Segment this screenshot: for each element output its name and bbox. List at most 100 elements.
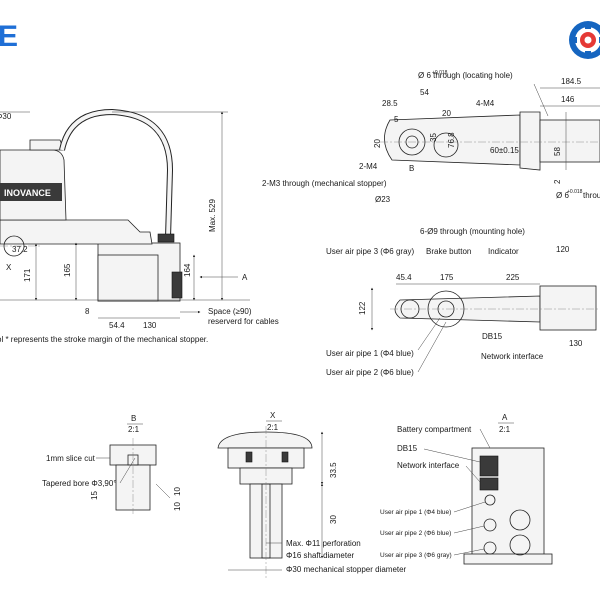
dim-8: 8 <box>85 307 90 316</box>
leader <box>453 501 486 513</box>
detail-a-scale: 2:1 <box>499 425 511 434</box>
brand-mark: INOVANCE <box>4 188 51 198</box>
base-top <box>539 119 600 163</box>
perforation-label: Max. Φ11 perforation <box>286 539 361 548</box>
clamp-right <box>281 451 289 463</box>
dim-2: 2 <box>553 179 562 184</box>
network-a-label: Network interface <box>397 461 460 470</box>
mounting-hole-label: 6-Ø9 through (mounting hole) <box>420 227 525 236</box>
joint-2 <box>519 111 541 171</box>
joint-circle <box>433 132 459 158</box>
dim-60: 60±0.15 <box>490 146 519 155</box>
leader <box>453 525 485 534</box>
detail-a: A 2:1 Battery compartment DB15 Network i… <box>380 413 553 565</box>
detail-x: X 2:1 33.5 30 Max. Φ11 perforation Φ16 s… <box>217 411 407 578</box>
m3-label: 2-M3 through (mechanical stopper) <box>262 179 387 188</box>
brand-logo-fragment: E <box>0 20 18 53</box>
dim-454: 45.4 <box>396 273 412 282</box>
detail-b: B 2:1 1mm slice cut Tapered bore Φ3,90° … <box>42 414 182 514</box>
brand-band <box>0 183 62 201</box>
through-right: throu <box>583 191 600 200</box>
m4-front-label: 4-M4 <box>476 99 495 108</box>
shaft-label: Φ16 shaft diameter <box>286 551 355 560</box>
dim-146: 146 <box>561 95 575 104</box>
dim-544: 54.4 <box>109 321 125 330</box>
connector-panel <box>171 271 183 299</box>
air2-a-label: User air pipe 2 (Φ6 blue) <box>380 530 451 537</box>
dim-335: 33.5 <box>329 462 338 478</box>
d6-right: Ø 6 <box>556 191 569 200</box>
fitting <box>483 518 497 532</box>
air2-label: User air pipe 2 (Φ6 blue) <box>326 368 414 377</box>
air1-port <box>484 494 496 506</box>
label-x: X <box>6 263 12 272</box>
locating-hole-label: Ø 6 through (locating hole) <box>418 71 513 80</box>
space-note-2: reserverd for cables <box>208 317 279 326</box>
dim-d30: Φ30 <box>0 112 12 121</box>
dim-15: 15 <box>90 491 99 500</box>
dim-171: 171 <box>23 268 32 282</box>
dim-372: 37.2 <box>12 245 28 254</box>
network-label: Network interface <box>481 352 544 361</box>
dim-164: 164 <box>183 263 192 277</box>
arm-top-outline <box>384 114 521 166</box>
air1-label: User air pipe 1 (Φ4 blue) <box>326 349 414 358</box>
gear-badge-icon <box>569 21 600 59</box>
dim-165: 165 <box>63 263 72 277</box>
dim-10b: 10 <box>173 502 182 511</box>
cable-clamp <box>157 233 175 243</box>
dim-130b: 130 <box>569 339 583 348</box>
air2-port <box>509 509 531 531</box>
base-bottom <box>539 285 597 331</box>
air3-label: User air pipe 3 (Φ6 gray) <box>326 247 415 256</box>
air3-a-label: User air pipe 3 (Φ6 gray) <box>380 552 452 559</box>
detail-b-title: B <box>131 414 136 423</box>
air1-a-label: User air pipe 1 (Φ4 blue) <box>380 509 451 516</box>
detail-a-title: A <box>502 413 508 422</box>
dim-10a: 10 <box>173 487 182 496</box>
clamp-left <box>245 451 253 463</box>
dim-225: 225 <box>506 273 520 282</box>
dim-529: Max. 529 <box>208 199 217 232</box>
brake-label: Brake button <box>426 247 471 256</box>
slice-label: 1mm slice cut <box>46 454 96 463</box>
top-cap <box>29 139 65 151</box>
dim-35: 35 <box>429 133 438 142</box>
logo-letter: E <box>0 20 18 53</box>
dim-20w: 20 <box>442 109 451 118</box>
dim-54: 54 <box>420 88 429 97</box>
detail-x-title: X <box>270 411 276 420</box>
tol-locating: +0.018 <box>432 70 448 76</box>
leader <box>479 428 491 449</box>
dim-58: 58 <box>553 147 562 156</box>
db15-label: DB15 <box>482 332 503 341</box>
leader <box>417 317 441 351</box>
dim-5: 5 <box>394 115 399 124</box>
dim-130: 130 <box>143 321 157 330</box>
dim-122: 122 <box>358 301 367 315</box>
dim-ext <box>155 483 171 499</box>
detail-b-scale: 2:1 <box>128 425 140 434</box>
battery-label: Battery compartment <box>397 425 472 434</box>
tapered-label: Tapered bore Φ3,90° <box>42 479 117 488</box>
stopper-label: Φ30 mechanical stopper diameter <box>286 565 407 574</box>
leader <box>465 465 481 483</box>
dim-768: 76.8 <box>447 132 456 148</box>
tol-right: +0.018 <box>567 189 583 195</box>
side-view: INOVANCE Φ30 Max. 529 37.2 X 171 165 164… <box>0 108 279 344</box>
db15-connector <box>479 455 499 477</box>
dim-20h: 20 <box>373 139 382 148</box>
leader <box>423 448 481 463</box>
detail-x-scale: 2:1 <box>267 423 279 432</box>
fitting <box>483 541 497 555</box>
label-b: B <box>409 164 414 173</box>
dim-d23: Ø23 <box>375 195 391 204</box>
base-front <box>97 254 159 302</box>
dim-285: 28.5 <box>382 99 398 108</box>
indicator-label: Indicator <box>488 247 519 256</box>
space-note-1: Space (≥90) <box>208 307 252 316</box>
dim-30: 30 <box>329 515 338 524</box>
dim-1845: 184.5 <box>561 77 582 86</box>
stroke-footnote: ol * represents the stroke margin of the… <box>0 335 208 344</box>
top-view: Ø 6 through (locating hole) +0.018 184.5… <box>262 70 600 204</box>
